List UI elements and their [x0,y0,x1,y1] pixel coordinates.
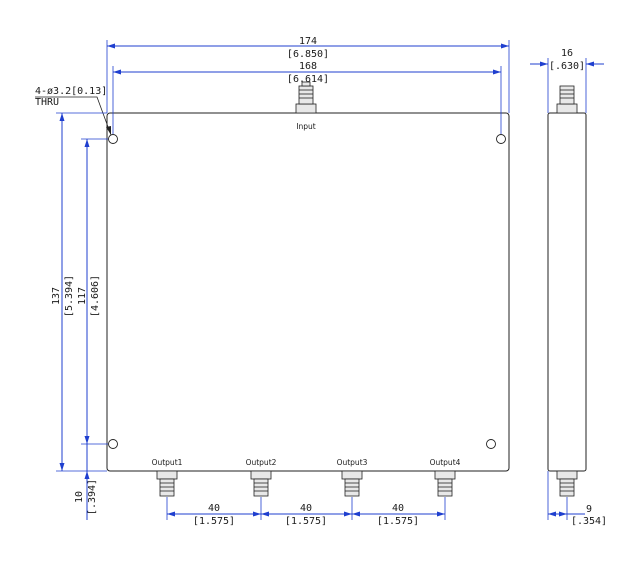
dim-hole-spacing-x-inch: [6.614] [287,74,329,85]
side-bottom-connector [556,470,578,497]
output3-label: Output3 [337,458,368,467]
output1-connector [156,470,178,497]
dim-output-pitch-1-mm: 40 [208,503,220,514]
dim-overall-width-inch: [6.850] [287,49,329,60]
side-body-outline [547,112,587,472]
dim-bottom-offset-inch: [.394] [87,479,98,515]
dim-hole-spacing-y-inch: [4.606] [90,275,101,317]
hole-callout: 4-ø3.2[0.13] THRU [35,86,112,136]
dim-side-width-mm: 16 [561,48,573,59]
side-view [547,85,587,497]
dim-output-pitch-2-mm: 40 [300,503,312,514]
dim-side-conn-offset-mm: 9 [586,504,592,515]
front-view: Input Output1 Output2 Output3 Output4 [106,81,510,497]
input-label: Input [296,122,315,131]
dim-side-conn-offset: 9 [.354] [547,471,607,527]
output2-label: Output2 [246,458,277,467]
dim-hole-spacing-x: 168 [6.614] [112,61,502,134]
dim-hole-spacing-y-mm: 117 [77,287,88,305]
dim-side-width-inch: [.630] [549,61,585,72]
dim-output-pitch-2-inch: [1.575] [285,516,327,527]
dim-output-pitch: 40 [1.575] 40 [1.575] 40 [1.575] [166,497,446,527]
dim-output-pitch-3-inch: [1.575] [377,516,419,527]
hole-callout-line2: THRU [35,97,59,108]
dim-overall-width: 174 [6.850] [106,36,510,113]
output2-connector [250,470,272,497]
dim-bottom-offset-mm: 10 [74,491,85,503]
output1-label: Output1 [152,458,183,467]
mounting-hole-top-right [496,134,506,144]
dim-bottom-offset: 10 [.394] [74,444,98,520]
dim-overall-height-inch: [5.394] [64,275,75,317]
output3-connector [341,470,363,497]
dim-overall-height: 137 [5.394] [51,112,107,472]
input-connector [295,81,317,114]
dim-overall-height-mm: 137 [51,287,62,305]
dim-output-pitch-3-mm: 40 [392,503,404,514]
hole-callout-line1: 4-ø3.2[0.13] [35,86,107,97]
dim-hole-spacing-y: 117 [4.606] [77,138,108,445]
dim-side-conn-offset-inch: [.354] [571,516,607,527]
mounting-hole-top-left [108,134,118,144]
mounting-hole-bottom-right [486,439,496,449]
dim-overall-width-mm: 174 [299,36,317,47]
output4-connector [434,470,456,497]
output4-label: Output4 [430,458,461,467]
mounting-hole-bottom-left [108,439,118,449]
dim-output-pitch-1-inch: [1.575] [193,516,235,527]
front-body-outline [106,112,510,472]
dim-hole-spacing-x-mm: 168 [299,61,317,72]
side-top-connector [556,85,578,114]
dim-side-width: 16 [.630] [530,48,604,113]
